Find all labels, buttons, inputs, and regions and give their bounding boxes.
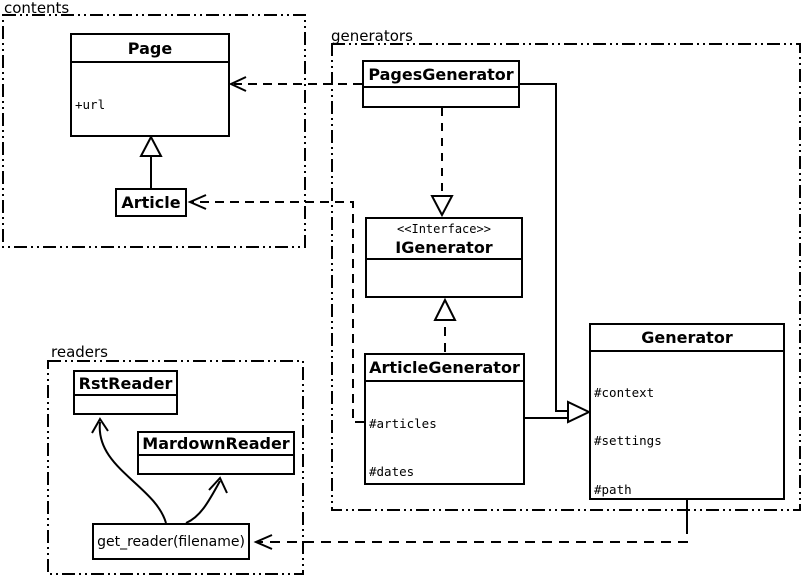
class-title-page: Page: [127, 38, 173, 58]
class-title-markdownreader: MardownReader: [142, 434, 290, 453]
class-box-igenerator: <<Interface>> IGenerator +generate_conte…: [365, 217, 523, 298]
inheritance-pagesgenerator-to-generator: [520, 83, 568, 412]
arrowhead-open-rstreader: [91, 417, 109, 434]
class-methods-rstreader: +read(): [75, 394, 176, 413]
dependency-generator-to-getreader: [258, 524, 688, 543]
package-label-readers: readers: [51, 343, 108, 361]
package-label-contents: contents: [4, 0, 70, 17]
class-title-article: Article: [121, 193, 181, 212]
class-title-rstreader: RstReader: [78, 373, 173, 393]
attribute: #path: [594, 481, 632, 497]
class-box-rstreader: RstReader +read(): [73, 370, 178, 415]
attribute: +url: [75, 96, 106, 112]
triangle-igenerator-bottom: [433, 297, 457, 321]
class-box-generator: Generator #context #settings #path #them…: [589, 323, 785, 500]
class-attributes-articlegenerator: #articles #dates #tags #categories: [366, 380, 523, 483]
dependency-articlegenerator-to-article: [192, 201, 364, 423]
class-attributes-page: +url +slug +summary: [72, 61, 228, 135]
function-label-get-reader: get_reader(filename): [97, 533, 245, 550]
package-border-contents: [2, 14, 306, 248]
triangle-page-bottom: [139, 134, 163, 157]
package-border-readers: [47, 360, 304, 575]
arrowhead-open-getreader: [253, 534, 273, 550]
arrowhead-open-article: [187, 194, 207, 210]
class-title-igenerator: IGenerator: [395, 237, 493, 257]
class-box-markdownreader: MardownReader +read(): [137, 431, 295, 475]
function-box-get-reader: get_reader(filename): [92, 523, 250, 560]
arrowhead-open-page: [228, 76, 247, 92]
association-getreader-to-rstreader: [98, 421, 167, 524]
triangle-generator-left: [567, 400, 592, 424]
class-methods-igenerator: +generate_context() +generate_output(): [367, 258, 521, 296]
class-methods-markdownreader: +read(): [139, 454, 293, 473]
class-box-pagesgenerator: PagesGenerator #pages: [362, 60, 520, 108]
arrowhead-open-markdownreader: [208, 476, 228, 494]
package-border-generators: [331, 43, 801, 511]
attribute: #dates: [369, 464, 415, 480]
class-stereotype-igenerator: <<Interface>>: [397, 222, 491, 236]
attribute: #context: [594, 385, 655, 401]
class-box-articlegenerator: ArticleGenerator #articles #dates #tags …: [364, 353, 525, 485]
class-title-generator: Generator: [641, 328, 733, 347]
class-title-articlegenerator: ArticleGenerator: [369, 358, 520, 377]
package-label-generators: generators: [331, 27, 413, 45]
triangle-igenerator-top: [430, 195, 454, 218]
attribute: #articles: [369, 415, 437, 431]
association-getreader-to-markdownreader: [185, 480, 221, 524]
class-title-pagesgenerator: PagesGenerator: [368, 64, 514, 84]
class-box-page: Page +url +slug +summary +check_properti…: [70, 33, 230, 137]
class-attributes-pagesgenerator: #pages: [364, 86, 518, 106]
class-attributes-generator: #context #settings #path #theme #output_…: [591, 350, 783, 498]
class-box-article: Article: [115, 188, 187, 217]
method: +generate_context(): [370, 294, 518, 296]
attribute: #settings: [594, 433, 662, 449]
